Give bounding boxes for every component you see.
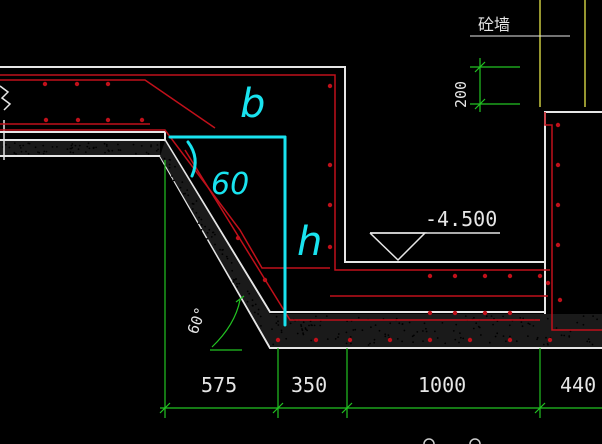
bottom-edge-marks (423, 438, 481, 444)
level-mark: -4.500 (369, 207, 500, 262)
dim-1000: 1000 (418, 373, 466, 397)
annotation-angle: 60 (211, 167, 249, 202)
slab-outline (0, 66, 602, 349)
dim-350: 350 (291, 373, 327, 397)
hand-annotations (168, 135, 287, 327)
annotation-h: h (297, 219, 322, 265)
break-marks (0, 85, 12, 160)
rebar-dots (42, 81, 563, 343)
wall-yellow-lines (539, 0, 586, 107)
annotation-b: b (240, 81, 265, 127)
angle-mark: 60° (184, 295, 245, 351)
angle-text: 60° (184, 305, 210, 337)
level-text: -4.500 (425, 207, 497, 231)
dim-575: 575 (201, 373, 237, 397)
dim-200-text: 200 (452, 81, 470, 108)
dim-440: 440 (560, 373, 596, 397)
dim-vertical-200: 200 (452, 58, 520, 112)
wall-label: 砼墙 (478, 15, 510, 34)
rebar-lines (0, 74, 602, 331)
wall-label-group: 砼墙 (470, 15, 570, 37)
dim-bottom: 575 350 1000 440 (159, 160, 602, 418)
